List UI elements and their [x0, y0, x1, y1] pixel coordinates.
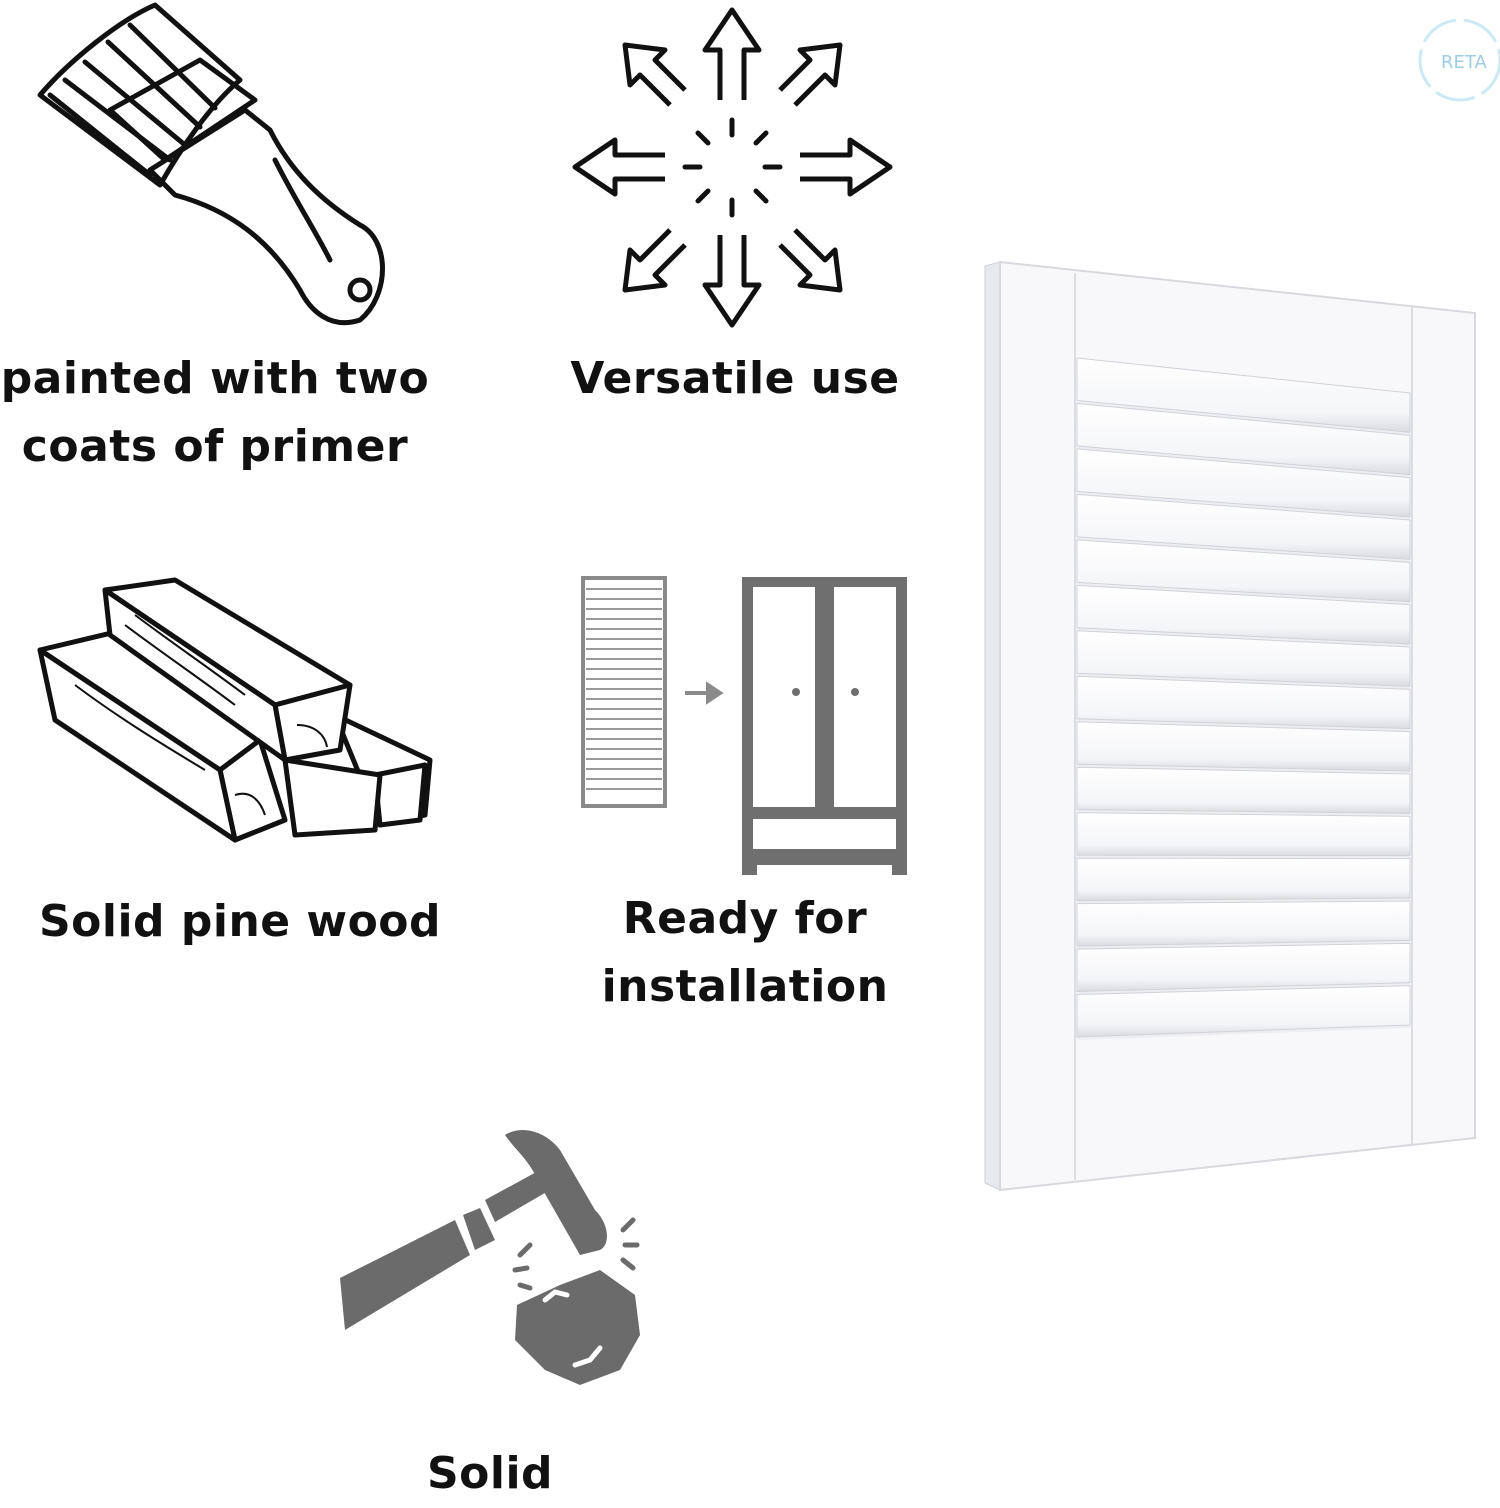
- shutter-slat: [1076, 812, 1411, 857]
- primer-line1: painted with two: [0, 353, 430, 404]
- shutter-slat: [1076, 539, 1411, 603]
- primer-label: painted with two coats of primer: [0, 345, 430, 481]
- shutter-slat: [1076, 985, 1411, 1038]
- primer-line2: coats of primer: [21, 421, 409, 472]
- installation-label: Ready for installation: [550, 885, 940, 1021]
- reta-logo: RETA: [1418, 18, 1500, 102]
- shutter-slat: [1076, 402, 1411, 476]
- louvered-shutter-door: [984, 260, 1476, 1192]
- shutter-slat: [1076, 448, 1411, 518]
- hammer-icon: [340, 1130, 640, 1385]
- paintbrush-icon: [37, 2, 385, 326]
- shutter-slat: [1076, 766, 1411, 814]
- installation-line1: Ready for: [622, 893, 868, 944]
- solid-label: Solid: [426, 1448, 554, 1499]
- shutter-slat: [1076, 721, 1411, 772]
- shutter-slat: [1076, 900, 1411, 947]
- shutter-slat: [1076, 942, 1411, 993]
- shutter-slat: [1076, 630, 1411, 687]
- shutter-slat: [1076, 857, 1411, 902]
- shutter-slat: [1076, 675, 1411, 730]
- pine-label: Solid pine wood: [38, 896, 442, 947]
- shutter-slat: [1076, 357, 1411, 433]
- shutter-slat: [1076, 584, 1411, 645]
- logo-text: RETA: [1441, 52, 1487, 73]
- installation-line2: installation: [601, 961, 889, 1012]
- versatile-label: Versatile use: [570, 353, 900, 404]
- arrows-outward-icon: [572, 7, 893, 328]
- shutter-slat: [1076, 493, 1411, 560]
- lumber-stack-icon: [37, 577, 433, 843]
- cabinet-installation-icon: [581, 576, 907, 875]
